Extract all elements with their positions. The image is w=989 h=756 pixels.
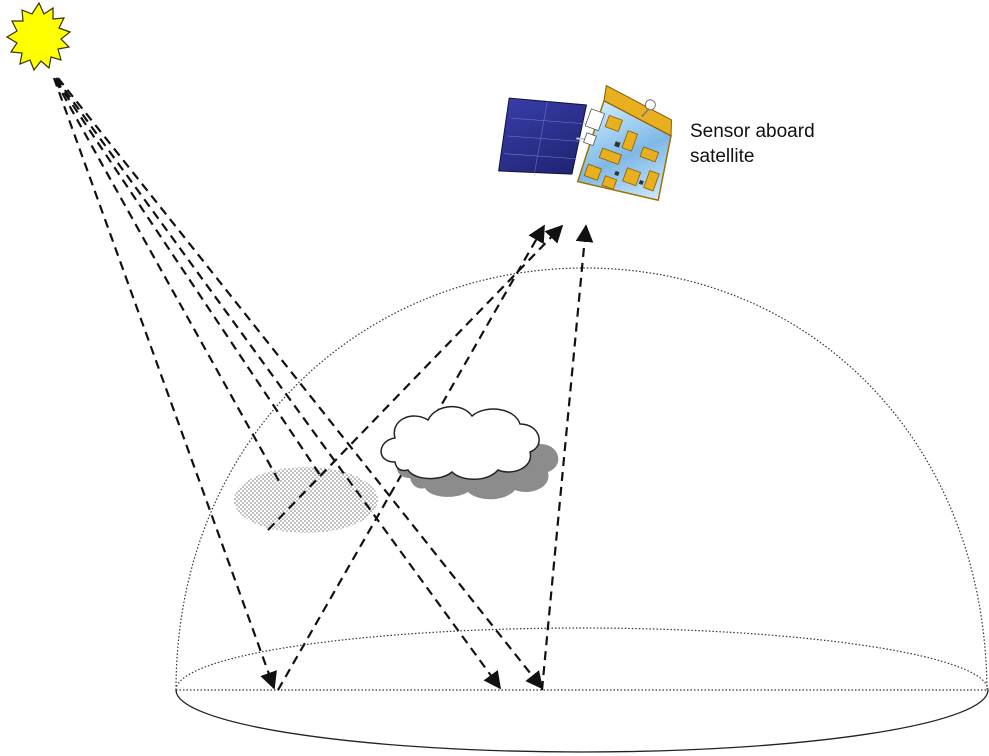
atmosphere-dome [175,267,988,691]
sensor-label: Sensor aboard satellite [690,119,890,169]
sun-ray-1 [52,77,277,690]
sensor-label-line2: satellite [690,146,755,167]
reflected-rays [267,224,594,691]
ground-ellipse-back [175,627,989,691]
satellite-solar-panel [498,97,588,175]
sun-ray-4 [54,79,281,484]
sun-ray-2 [55,77,502,690]
cloud-body [380,406,540,480]
satellite-icon [498,84,672,202]
sun-rays [52,77,544,690]
sun-ray-3 [57,77,544,690]
sun-starburst [5,1,72,72]
ground-ellipse-front [175,689,989,753]
sensor-label-line1: Sensor aboard [690,121,815,142]
sun-ray-5 [55,79,321,476]
reflected-ray-3 [540,224,594,691]
cloud-icon [380,406,559,500]
cloud-shadow-area [234,467,378,533]
reflected-ray-2 [267,224,564,531]
sun-icon [5,1,72,72]
